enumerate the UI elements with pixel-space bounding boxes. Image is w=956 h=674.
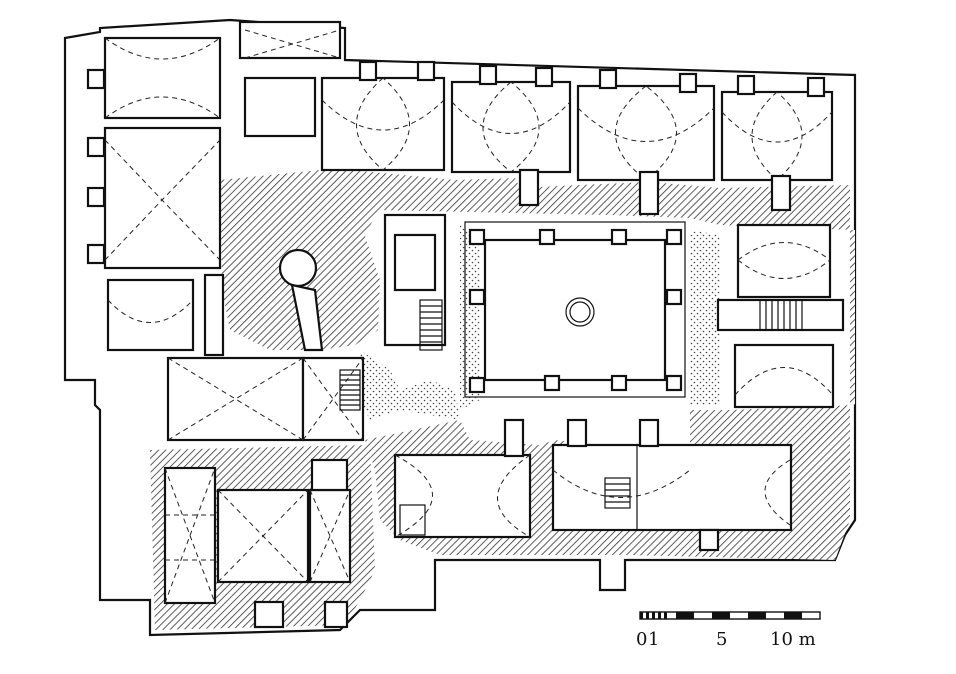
scale-label-five: 5 [716,629,727,650]
stair-block [383,213,447,351]
north-rooms [238,20,834,182]
central-hall [166,356,365,442]
scale-bar: 0 1 5 10 m [636,611,821,650]
buttresses [86,60,826,629]
scale-label-ten: 10 m [770,629,816,650]
east-rooms [716,223,845,409]
round-tower [278,248,324,352]
courtyard [464,221,686,398]
south-rooms [393,443,793,539]
scale-label-one: 1 [648,629,659,650]
scale-label-zero: 0 [636,629,647,650]
southwest-chapel [163,458,352,605]
west-rooms [103,36,222,352]
